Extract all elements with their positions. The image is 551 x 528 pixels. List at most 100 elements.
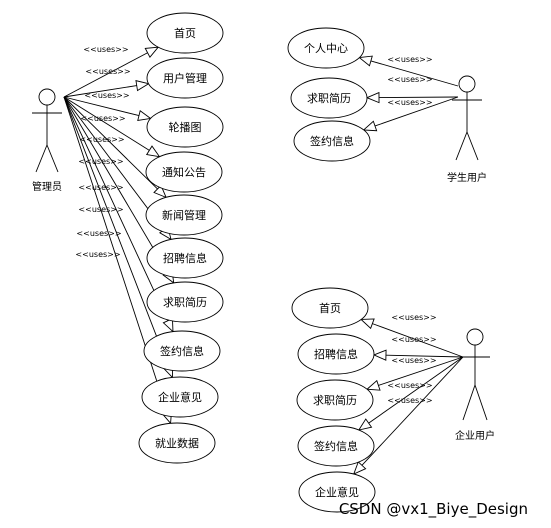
- company-usecase-0-ellipse: [291, 287, 369, 329]
- company-edge-0-line: [372, 323, 464, 358]
- actor-company-label: 企业用户: [455, 429, 495, 442]
- admin-uses-label-0: <<uses>>: [83, 45, 128, 54]
- company-edge-4-line: [361, 356, 464, 466]
- admin-usecase-6: 求职简历: [146, 281, 224, 323]
- company-usecase-1-label: 招聘信息: [314, 347, 358, 361]
- admin-edge-0-arrowhead: [144, 46, 160, 59]
- admin-edge-3-arrowhead: [145, 145, 161, 158]
- student-edge-0-arrowhead: [358, 55, 373, 67]
- admin-usecase-3-label: 通知公告: [162, 165, 206, 179]
- company-edge-1-line: [385, 354, 464, 358]
- company-edge-3-arrowhead: [357, 418, 373, 431]
- admin-usecase-7-label: 签约信息: [160, 344, 204, 358]
- student-edge-2-line: [374, 96, 459, 127]
- admin-usecase-7: 签约信息: [143, 330, 221, 372]
- company-uses-label-4: <<uses>>: [387, 396, 432, 405]
- admin-usecase-4-ellipse: [145, 194, 223, 236]
- student-edge-2-arrowhead: [362, 120, 378, 132]
- company-usecase-1-ellipse: [297, 333, 375, 375]
- admin-edge-2-line: [63, 96, 140, 117]
- admin-edge-1-arrowhead: [135, 80, 150, 92]
- admin-uses-label-8: <<uses>>: [76, 229, 121, 238]
- company-edge-2-line: [378, 356, 464, 386]
- admin-edge-0-line: [63, 52, 148, 98]
- admin-usecase-8-ellipse: [141, 376, 219, 418]
- admin-uses-label-7: <<uses>>: [78, 205, 123, 214]
- use-cases: 首页用户管理轮播图通知公告新闻管理招聘信息求职简历签约信息企业意见就业数据个人中…: [138, 12, 376, 513]
- admin-usecase-3: 通知公告: [145, 151, 223, 193]
- student-usecase-0: 个人中心: [287, 27, 365, 69]
- company-usecase-2-ellipse: [296, 379, 374, 421]
- student-usecase-0-ellipse: [287, 27, 365, 69]
- actor-student: 学生用户: [447, 75, 487, 184]
- student-edge-1-line: [378, 96, 459, 99]
- company-usecase-1: 招聘信息: [297, 333, 375, 375]
- student-edge-0-line: [370, 60, 459, 87]
- admin-edge-7-line: [63, 96, 169, 321]
- student-uses-label-2: <<uses>>: [387, 98, 432, 107]
- stick-figure-icon: [452, 75, 482, 161]
- admin-usecase-1-ellipse: [146, 57, 224, 99]
- student-uses-label-0: <<uses>>: [387, 55, 432, 64]
- company-uses-label-3: <<uses>>: [387, 381, 432, 390]
- admin-usecase-6-label: 求职简历: [163, 295, 207, 309]
- admin-edge-7-arrowhead: [162, 317, 174, 333]
- company-edge-1-arrowhead: [372, 349, 387, 361]
- admin-edge-5-line: [63, 96, 165, 231]
- student-usecase-1-ellipse: [290, 77, 368, 119]
- association-lines: [63, 46, 464, 475]
- stick-figure-icon: [460, 328, 490, 421]
- student-usecase-1: 求职简历: [290, 77, 368, 119]
- admin-usecase-6-ellipse: [146, 281, 224, 323]
- admin-usecase-7-ellipse: [143, 330, 221, 372]
- admin-uses-label-9: <<uses>>: [75, 250, 120, 259]
- company-usecase-0-label: 首页: [319, 301, 341, 315]
- company-usecase-4-ellipse: [298, 471, 376, 513]
- admin-usecase-2: 轮播图: [146, 106, 224, 148]
- admin-usecase-0-label: 首页: [174, 26, 196, 40]
- admin-usecase-5-ellipse: [146, 237, 224, 279]
- admin-edge-1-line: [63, 85, 137, 98]
- admin-usecase-1-label: 用户管理: [163, 71, 207, 85]
- admin-edge-4-line: [63, 96, 158, 190]
- company-usecase-3-ellipse: [297, 425, 375, 467]
- admin-usecase-2-label: 轮播图: [169, 120, 202, 134]
- company-edge-0-arrowhead: [360, 318, 375, 330]
- admin-uses-label-6: <<uses>>: [78, 183, 123, 192]
- company-edge-2-arrowhead: [365, 379, 381, 391]
- company-edge-4-arrowhead: [352, 461, 367, 475]
- admin-usecase-9-label: 就业数据: [155, 436, 199, 450]
- actor-company: 企业用户: [455, 328, 495, 442]
- admin-usecase-4-label: 新闻管理: [162, 208, 206, 222]
- company-edge-3-line: [368, 356, 464, 424]
- admin-usecase-9-ellipse: [138, 422, 216, 464]
- admin-usecase-5-label: 招聘信息: [163, 251, 207, 265]
- actor-admin: 管理员: [32, 88, 62, 193]
- admin-usecase-9: 就业数据: [138, 422, 216, 464]
- stick-figure-icon: [32, 88, 62, 173]
- company-usecase-2-label: 求职简历: [313, 393, 357, 407]
- admin-usecase-3-ellipse: [145, 151, 223, 193]
- admin-uses-label-2: <<uses>>: [84, 91, 129, 100]
- company-uses-label-2: <<uses>>: [391, 356, 436, 365]
- admin-usecase-0: 首页: [146, 12, 224, 54]
- company-uses-label-0: <<uses>>: [391, 313, 436, 322]
- admin-usecase-8-label: 企业意见: [158, 390, 202, 404]
- student-edge-1-arrowhead: [365, 91, 380, 104]
- admin-usecase-1: 用户管理: [146, 57, 224, 99]
- student-usecase-2: 签约信息: [293, 120, 371, 162]
- admin-edge-6-line: [63, 96, 169, 273]
- actor-admin-label: 管理员: [32, 180, 62, 193]
- company-usecase-3: 签约信息: [297, 425, 375, 467]
- student-usecase-2-ellipse: [293, 120, 371, 162]
- company-usecase-2: 求职简历: [296, 379, 374, 421]
- admin-usecase-5: 招聘信息: [146, 237, 224, 279]
- admin-uses-label-1: <<uses>>: [85, 67, 130, 76]
- admin-edge-2-arrowhead: [137, 109, 152, 121]
- company-usecase-4: 企业意见: [298, 471, 376, 513]
- admin-edge-3-line: [63, 96, 150, 151]
- company-uses-label-1: <<uses>>: [391, 335, 436, 344]
- admin-uses-label-3: <<uses>>: [80, 114, 125, 123]
- admin-edge-8-line: [63, 96, 169, 367]
